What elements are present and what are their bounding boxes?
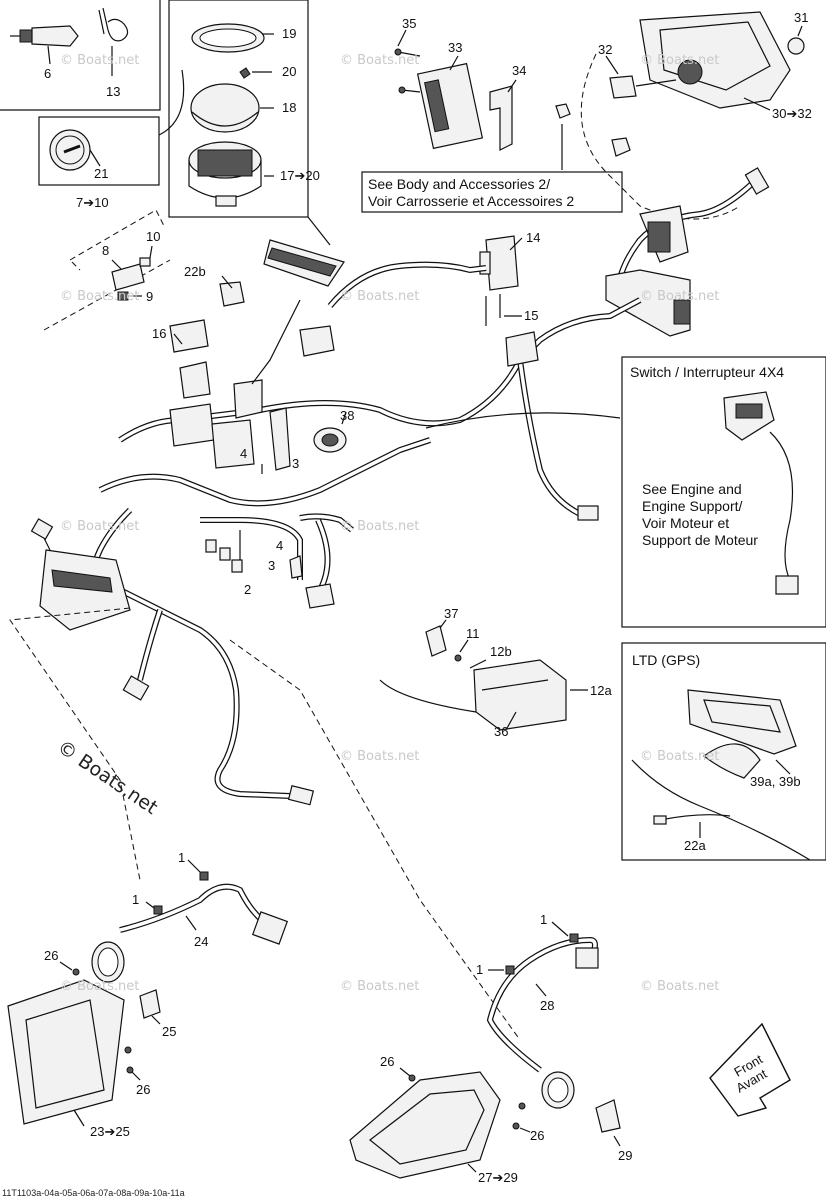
body-accessories-line-2: Voir Carrosserie et Accessoires 2 — [368, 193, 574, 209]
callout-15: 15 — [524, 308, 538, 323]
callout-32: 32 — [598, 42, 612, 57]
callout-30-32: 30➔32 — [772, 106, 812, 121]
watermark: © Boats.net — [640, 749, 719, 764]
inset-tube-and-tie: 6 13 — [0, 0, 161, 111]
callout-21: 21 — [94, 166, 108, 181]
callout-2: 2 — [244, 582, 251, 597]
callout-7-10: 7➔10 — [76, 195, 109, 210]
callout-9: 9 — [146, 289, 153, 304]
grease-tube-part-6 — [10, 25, 79, 47]
watermark: © Boats.net — [340, 979, 419, 994]
callout-20: 20 — [282, 64, 296, 79]
callout-34: 34 — [512, 63, 526, 78]
callout-10: 10 — [146, 229, 160, 244]
body-accessories-note-box: See Body and Accessories 2/ Voir Carross… — [361, 171, 623, 213]
watermark: © Boats.net — [60, 289, 139, 304]
callout-22a: 22a — [684, 838, 706, 853]
watermark-large: © Boats.net — [53, 736, 161, 819]
inset-cluster-17-20: 19 20 18 17➔20 — [168, 0, 331, 246]
callout-3a: 3 — [292, 456, 299, 471]
callout-4a: 4 — [240, 446, 247, 461]
watermark: © Boats.net — [60, 519, 139, 534]
switch-note-line-3: Voir Moteur et — [642, 515, 729, 531]
switch-note-line-1: See Engine and — [642, 481, 742, 497]
switch-note-line-4: Support de Moteur — [642, 532, 758, 548]
callout-27-29: 27➔29 — [478, 1170, 518, 1185]
ltd-gps-box: LTD (GPS) 39a, 39b 22a — [621, 642, 826, 861]
callout-14: 14 — [526, 230, 540, 245]
callout-33: 33 — [448, 40, 462, 55]
callout-23-25: 23➔25 — [90, 1124, 130, 1139]
callout-31: 31 — [794, 10, 808, 25]
fuse-parts-7-10: 7➔10 10 8 9 — [76, 195, 160, 304]
callout-6: 6 — [44, 66, 51, 81]
instrument-cluster-30-32: 31 32 30➔32 — [580, 10, 812, 220]
callout-17-20: 17➔20 — [280, 168, 320, 183]
callout-3b: 3 — [268, 558, 275, 573]
watermark: © Boats.net — [60, 979, 139, 994]
callout-12b: 12b — [490, 644, 512, 659]
inset-gauge-21: 21 — [38, 69, 185, 186]
front-direction-arrow: Front Avant — [709, 1022, 791, 1117]
watermark: © Boats.net — [340, 749, 419, 764]
headlight-right-27-29: 1 1 28 26 26 29 27➔29 — [349, 912, 632, 1185]
watermark: © Boats.net — [640, 53, 719, 68]
switch-note-line-2: Engine Support/ — [642, 498, 743, 514]
watermark: © Boats.net — [60, 53, 139, 68]
watermark: © Boats.net — [640, 979, 719, 994]
switch-4x4-title: Switch / Interrupteur 4X4 — [630, 364, 784, 380]
callout-26c: 26 — [380, 1054, 394, 1069]
callout-1b: 1 — [132, 892, 139, 907]
callout-22b: 22b — [184, 264, 206, 279]
callout-24: 24 — [194, 934, 208, 949]
cable-tie-part-13 — [98, 7, 129, 42]
main-wiring-harness: 22b 16 38 4 3 4 3 2 — [9, 209, 642, 1041]
watermark: © Boats.net — [340, 53, 419, 68]
callout-25: 25 — [162, 1024, 176, 1039]
callout-38: 38 — [340, 408, 354, 423]
module-33-34-35: 35 33 34 — [394, 16, 571, 170]
body-accessories-line-1: See Body and Accessories 2/ — [368, 176, 550, 192]
callout-8: 8 — [102, 243, 109, 258]
callout-39: 39a, 39b — [750, 774, 801, 789]
callout-1c: 1 — [540, 912, 547, 927]
callout-4b: 4 — [276, 538, 283, 553]
callout-16: 16 — [152, 326, 166, 341]
ltd-gps-title: LTD (GPS) — [632, 652, 700, 668]
callout-19: 19 — [282, 26, 296, 41]
callout-1d: 1 — [476, 962, 483, 977]
callout-11: 11 — [466, 626, 480, 641]
watermark: © Boats.net — [640, 289, 719, 304]
watermark: © Boats.net — [340, 519, 419, 534]
callout-18: 18 — [282, 100, 296, 115]
headlight-left-23-25: 1 1 24 26 25 26 23➔25 — [7, 850, 289, 1139]
callout-12a: 12a — [590, 683, 612, 698]
callout-13: 13 — [106, 84, 120, 99]
bracket-11-12-36-37: 37 11 12b 12a 36 — [379, 606, 612, 739]
callout-37: 37 — [444, 606, 458, 621]
handlebar-harness: 14 15 — [479, 167, 770, 337]
callout-26d: 26 — [530, 1128, 544, 1143]
callout-29: 29 — [618, 1148, 632, 1163]
callout-26b: 26 — [136, 1082, 150, 1097]
callout-1a: 1 — [178, 850, 185, 865]
callout-35: 35 — [402, 16, 416, 31]
callout-26a: 26 — [44, 948, 58, 963]
figure-reference: 11T1103a-04a-05a-06a-07a-08a-09a-10a-11a — [2, 1188, 185, 1198]
callout-36: 36 — [494, 724, 508, 739]
watermark: © Boats.net — [340, 289, 419, 304]
callout-28: 28 — [540, 998, 554, 1013]
switch-4x4-box: Switch / Interrupteur 4X4 See Engine and… — [425, 356, 826, 628]
